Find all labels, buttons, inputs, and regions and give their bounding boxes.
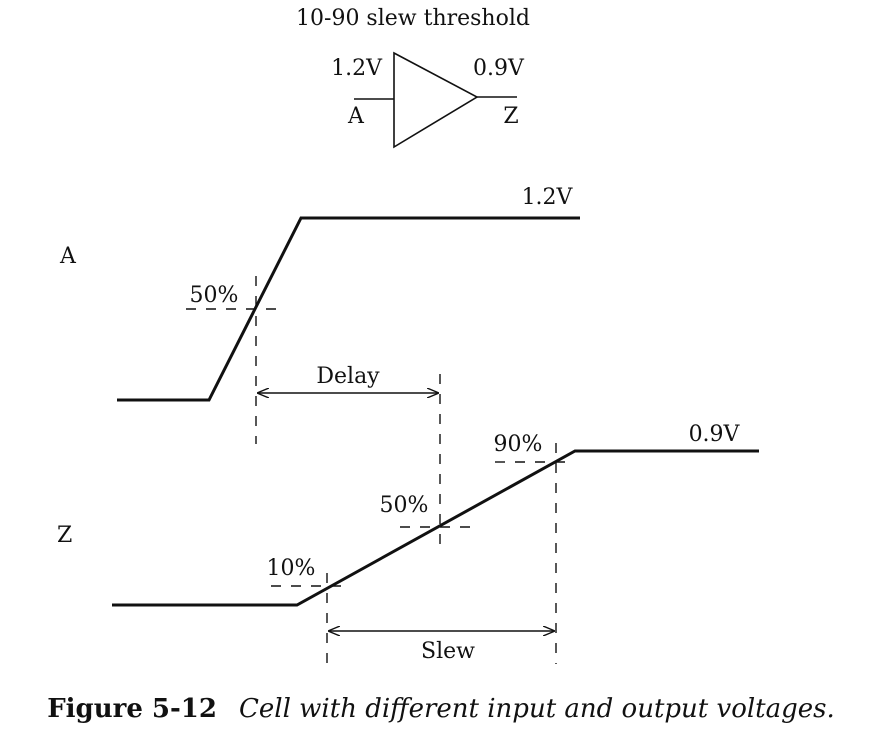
slew-threshold-label: 10-90 slew threshold: [296, 6, 530, 31]
delay-measurement: Delay: [258, 364, 438, 393]
buffer-input-pin: A: [347, 104, 365, 129]
figure-title: Cell with different input and output vol…: [239, 694, 835, 724]
waveform-a-label: A: [59, 244, 77, 269]
waveform-z: Z 0.9V 10% 50% 90%: [57, 422, 759, 607]
waveform-z-voltage: 0.9V: [689, 422, 741, 447]
figure-number: Figure 5-12: [47, 694, 217, 724]
buffer-triangle: [393, 51, 479, 149]
waveform-z-label: Z: [57, 523, 72, 548]
waveform-a-50pct-label: 50%: [190, 283, 239, 308]
waveform-a: A 1.2V 50%: [59, 185, 580, 402]
buffer-symbol: 10-90 slew threshold 1.2V 0.9V A Z: [296, 6, 530, 149]
figure-caption: Figure 5-12 Cell with different input and…: [0, 694, 882, 724]
buffer-input-voltage: 1.2V: [331, 56, 383, 81]
slew-measurement: Slew: [329, 631, 554, 664]
waveform-z-signal: [112, 449, 759, 607]
buffer-output-voltage: 0.9V: [473, 56, 525, 81]
buffer-output-pin: Z: [503, 104, 518, 129]
waveform-z-10pct-label: 10%: [267, 556, 316, 581]
waveform-z-90pct-label: 90%: [494, 432, 543, 457]
waveform-z-50pct-label: 50%: [380, 493, 429, 518]
slew-label: Slew: [421, 639, 475, 664]
waveform-a-voltage: 1.2V: [522, 185, 574, 210]
delay-label: Delay: [316, 364, 380, 389]
